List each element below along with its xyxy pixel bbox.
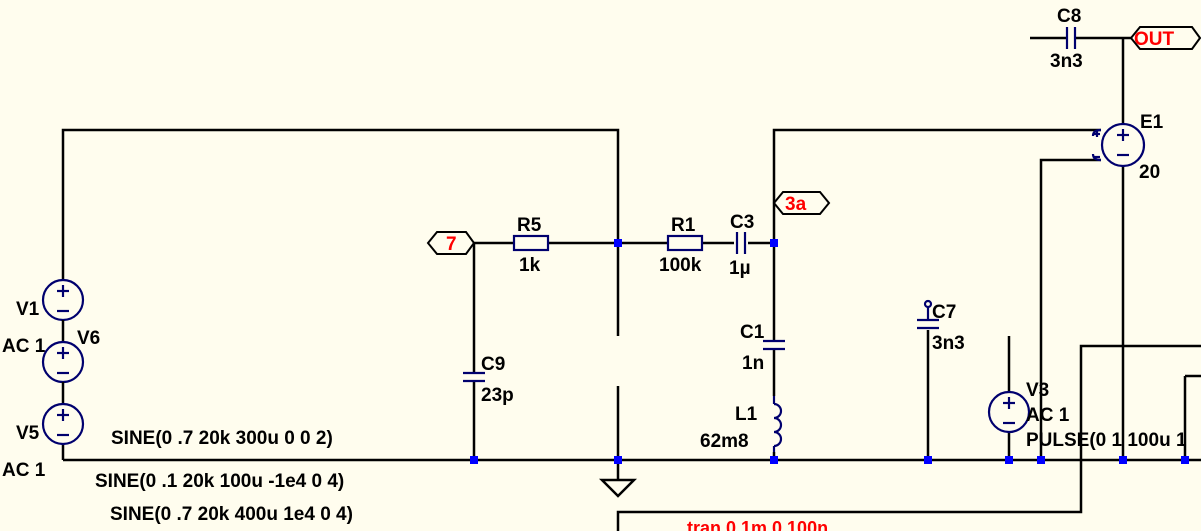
ground-symbol[interactable] [598,478,638,498]
v3-value-label: AC 1 [1026,405,1070,426]
junction-dot [1181,456,1189,464]
c1-ref-label: C1 [740,322,765,343]
l1-value-label: 62m8 [700,431,749,452]
e1-value-label: 20 [1139,162,1160,183]
e1-ref-label: E1 [1140,112,1164,133]
capacitor-c1[interactable] [763,339,785,351]
c3-value-label: 1µ [729,258,751,279]
junction-dot [614,456,622,464]
junction-dot [1005,456,1013,464]
voltage-source-v3[interactable] [987,390,1031,434]
c9-value-label: 23p [481,385,514,406]
c3-ref-label: C3 [730,212,754,233]
junction-dot [614,239,622,247]
capacitor-c8[interactable] [1065,27,1077,49]
v3-ref-label: V3 [1026,380,1049,401]
junction-dot [470,456,478,464]
spice-directive[interactable]: .tran 0 1m 0 100n [682,518,828,531]
net-label-out[interactable]: OUT [1129,26,1201,50]
r5-ref-label: R5 [517,215,542,236]
c8-value-label: 3n3 [1050,51,1083,72]
svg-text:OUT: OUT [1134,29,1175,50]
net-label-3a[interactable]: 3a [772,191,831,215]
v3-pulse-label: PULSE(0 1 100u 1 [1026,430,1187,451]
v5-extra-sine-label: SINE(0 .7 20k 400u 1e4 0 4) [110,504,353,525]
junction-dot [1037,456,1045,464]
capacitor-c9[interactable] [463,371,485,383]
svg-text:7: 7 [446,234,457,255]
r1-value-label: 100k [659,255,702,276]
wire-left-top[interactable] [61,128,620,336]
v6-ref-label: V6 [77,328,100,349]
wire-3a-top[interactable] [772,128,1101,340]
v1-ref-label: V1 [16,299,40,320]
capacitor-c3[interactable] [735,232,747,254]
resistor-r5[interactable] [512,234,550,252]
junctions [470,239,1189,464]
v5-sine-label: SINE(0 .7 20k 300u 0 0 2) [111,428,333,449]
c7-value-label: 3n3 [932,333,965,354]
voltage-source-v1[interactable] [41,278,85,322]
vcvs-e1[interactable] [1091,122,1146,168]
resistor-r1[interactable] [666,234,704,252]
voltage-source-v5[interactable] [41,402,85,446]
v5-ref-label: V5 [16,423,40,444]
wires [61,36,1201,531]
inductor-l1[interactable] [772,396,783,452]
c9-ref-label: C9 [481,354,505,375]
junction-dot [770,456,778,464]
c8-ref-label: C8 [1057,6,1081,27]
svg-text:3a: 3a [785,194,807,215]
r5-value-label: 1k [519,255,541,276]
l1-ref-label: L1 [735,404,758,425]
junction-dot [1119,456,1127,464]
v1-value-label: AC 1 [2,336,46,357]
r1-ref-label: R1 [671,215,696,236]
wire-right-box[interactable] [616,344,1201,531]
c7-ref-label: C7 [932,302,956,323]
junction-dot [924,456,932,464]
junction-dot [770,239,778,247]
c1-value-label: 1n [742,353,764,374]
net-label-7[interactable]: 7 [426,231,476,255]
v5-value-label: AC 1 [2,460,46,481]
capacitor-c7[interactable] [917,299,939,330]
v6-value-label: SINE(0 .1 20k 100u -1e4 0 4) [95,471,344,492]
wire-e1-minus[interactable] [1039,158,1101,460]
